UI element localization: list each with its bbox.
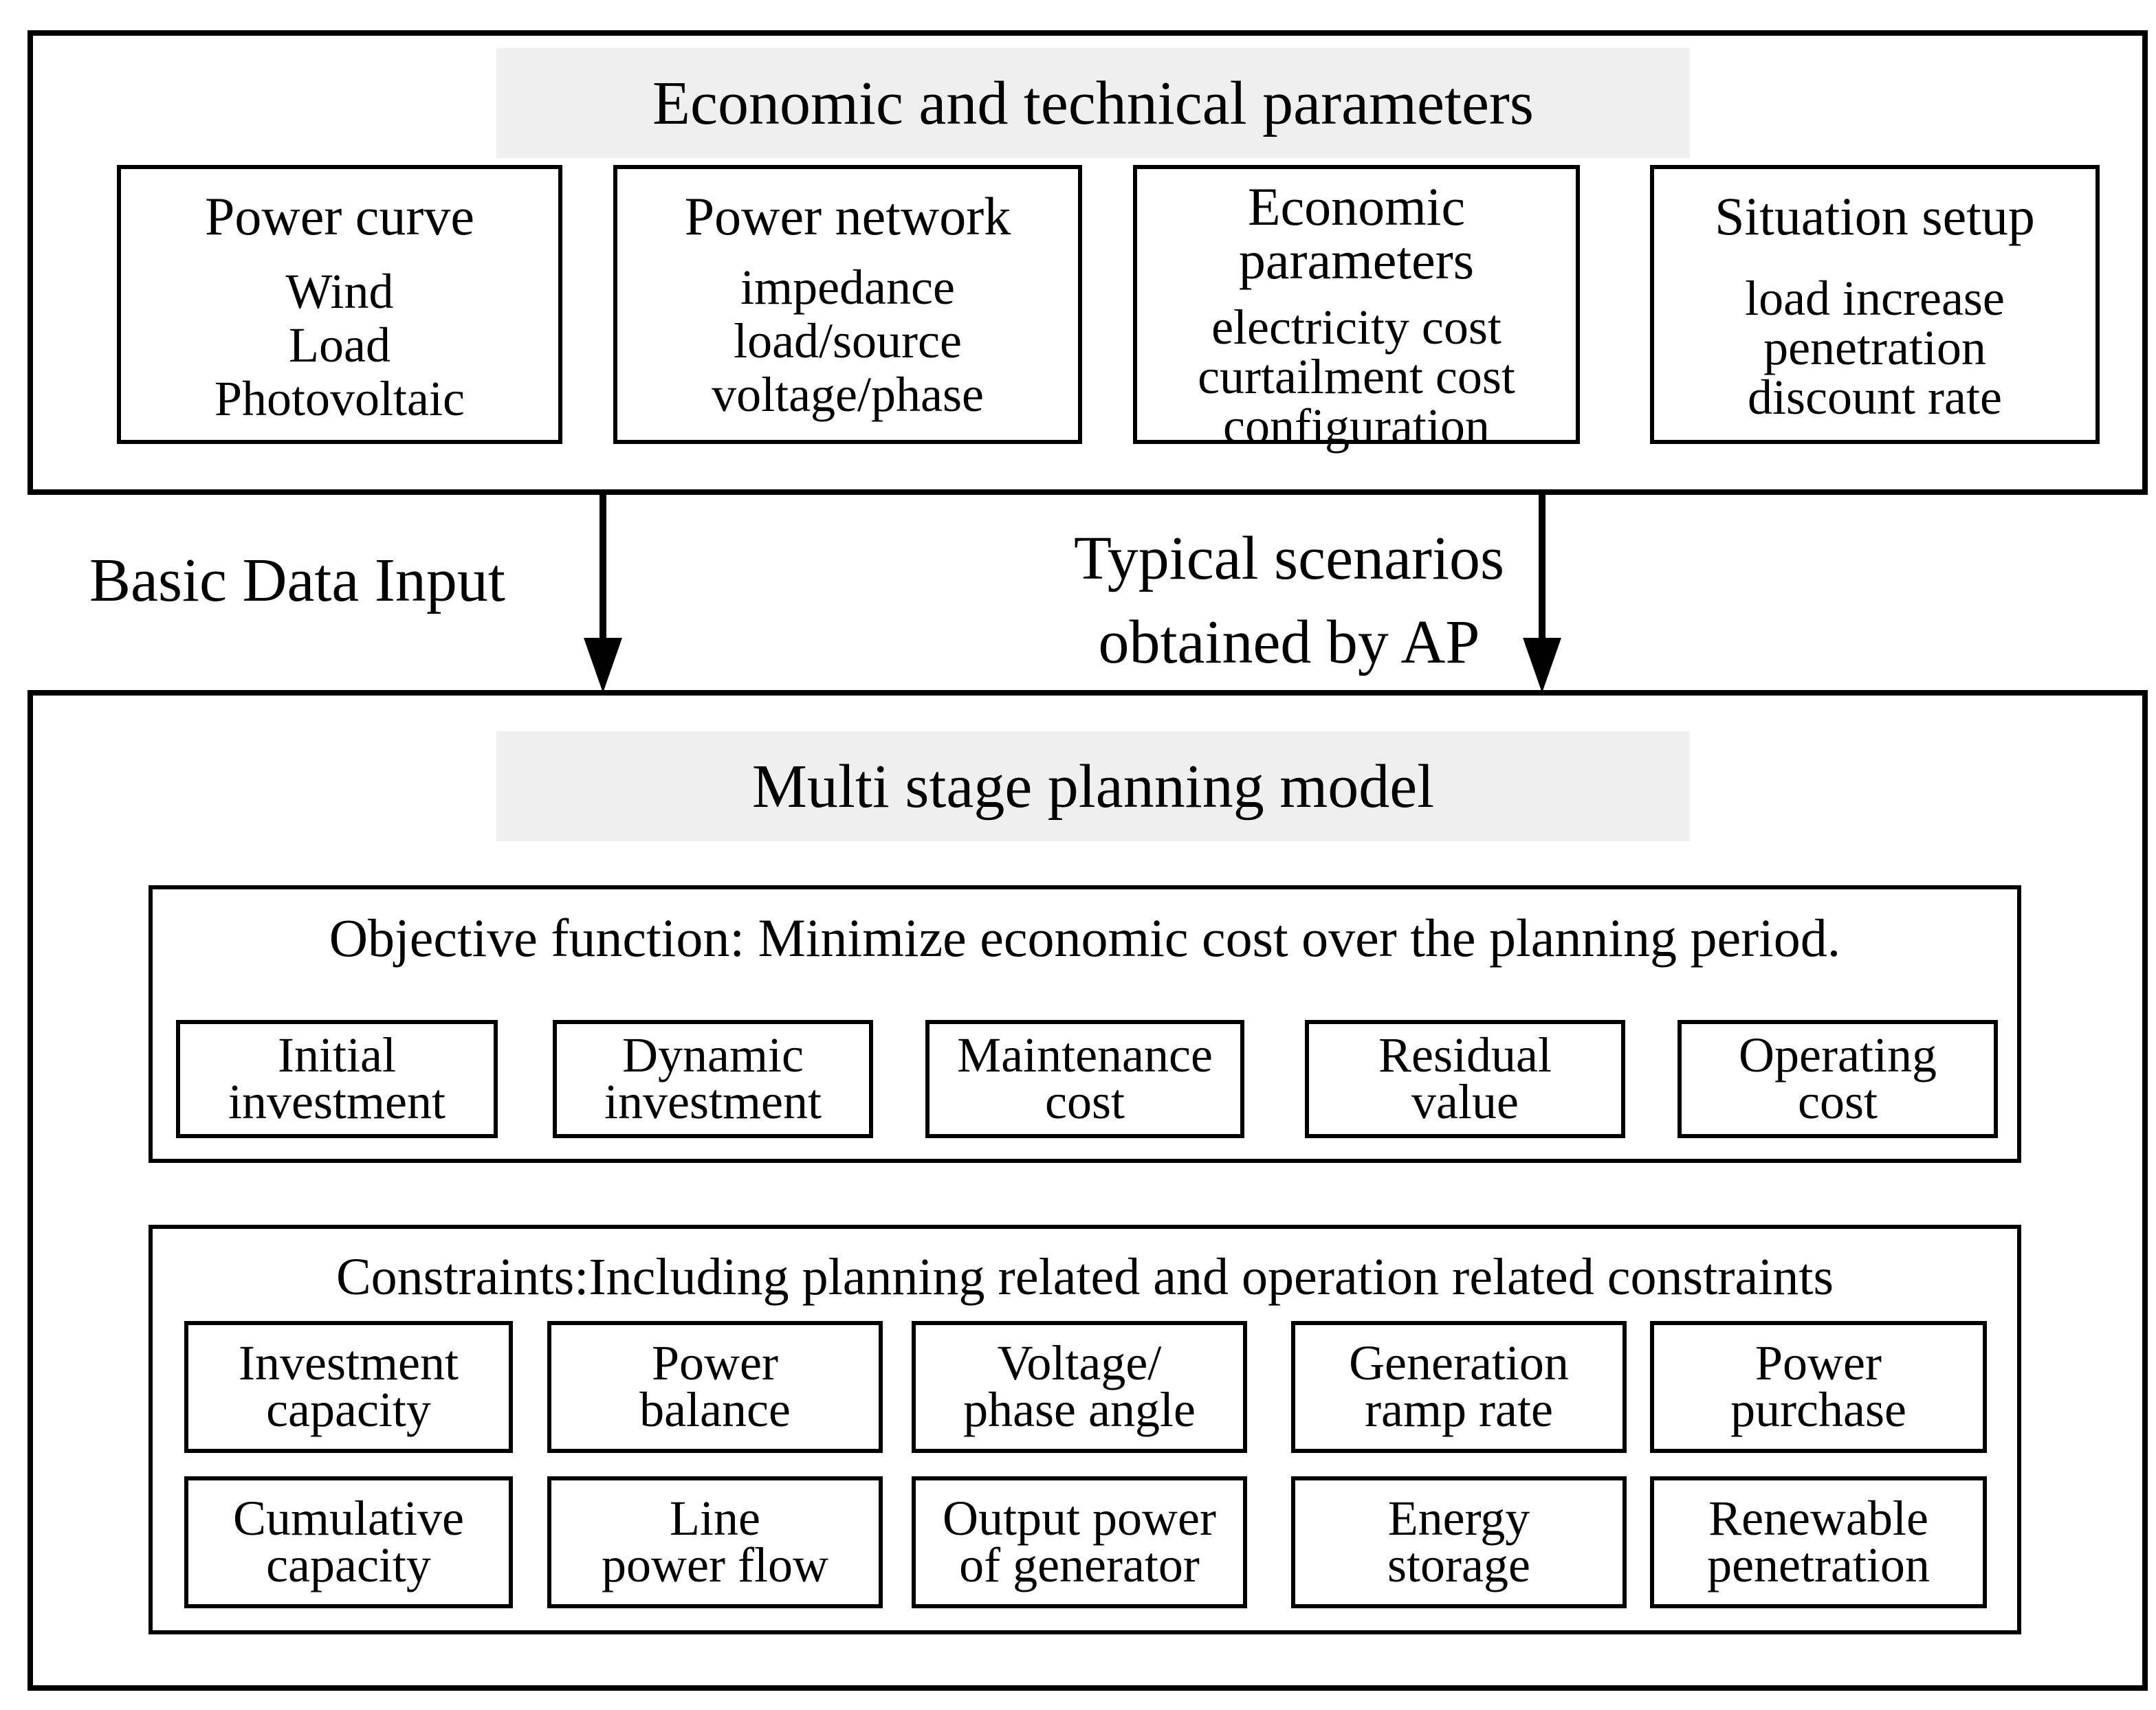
power-curve-title: Power curve	[204, 186, 475, 246]
parameters-title: Economic and technical parameters	[652, 69, 1534, 137]
item-line: investment	[604, 1074, 822, 1129]
left-arrow-head	[584, 638, 622, 693]
energy-storage-constraint: Energy storage	[1291, 1476, 1627, 1608]
item-line: Power	[1755, 1335, 1882, 1391]
power-purchase-constraint: Power purchase	[1650, 1321, 1987, 1453]
item-line: capacity	[266, 1537, 431, 1592]
situation-setup-item: discount rate	[1748, 370, 2002, 425]
item-line: phase angle	[963, 1382, 1196, 1437]
item-line: Operating	[1739, 1028, 1937, 1083]
item-line: cost	[1045, 1074, 1125, 1129]
item-line: value	[1411, 1074, 1519, 1129]
power-network-item: voltage/phase	[712, 367, 984, 422]
power-network-box: Power network impedance load/source volt…	[613, 165, 1082, 444]
item-line: Renewable	[1708, 1491, 1928, 1546]
item-line: balance	[639, 1382, 791, 1437]
item-line: power flow	[602, 1537, 828, 1592]
cumulative-capacity-constraint: Cumulative capacity	[184, 1476, 513, 1608]
item-line: Initial	[278, 1028, 396, 1083]
generation-ramp-rate-constraint: Generation ramp rate	[1291, 1321, 1627, 1453]
right-arrow-head	[1523, 638, 1561, 693]
power-network-item: load/source	[734, 313, 962, 368]
power-balance-constraint: Power balance	[547, 1321, 883, 1453]
situation-setup-box: Situation setup load increase penetratio…	[1650, 165, 2100, 444]
economic-parameters-item: electricity cost	[1211, 300, 1502, 355]
planning-model-frame	[28, 690, 2148, 1691]
constraints-group	[148, 1225, 2021, 1634]
item-line: storage	[1387, 1537, 1530, 1592]
item-line: Dynamic	[622, 1028, 804, 1083]
item-line: purchase	[1730, 1382, 1906, 1437]
item-line: capacity	[266, 1382, 431, 1437]
item-line: cost	[1798, 1074, 1878, 1129]
item-line: Cumulative	[233, 1491, 464, 1546]
economic-parameters-item: configuration	[1223, 399, 1490, 454]
item-line: Residual	[1378, 1028, 1552, 1083]
maintenance-cost-item: Maintenance cost	[925, 1020, 1244, 1138]
typical-scenarios-line: Typical scenarios	[1074, 524, 1504, 592]
power-curve-item: Load	[289, 318, 390, 373]
constraints-heading: Constraints:Including planning related a…	[336, 1248, 1834, 1306]
basic-data-input-label: Basic Data Input	[89, 546, 505, 614]
planning-model-title: Multi stage planning model	[751, 752, 1435, 821]
line-power-flow-constraint: Line power flow	[547, 1476, 883, 1608]
item-line: of generator	[959, 1537, 1200, 1592]
power-curve-item: Wind	[285, 264, 394, 319]
typical-scenarios-line: obtained by AP	[1098, 608, 1480, 676]
item-line: Energy	[1387, 1491, 1530, 1546]
item-line: ramp rate	[1365, 1382, 1553, 1437]
right-arrow-shaft	[1539, 495, 1546, 646]
investment-capacity-constraint: Investment capacity	[184, 1321, 513, 1453]
item-line: Output power	[943, 1491, 1216, 1546]
situation-setup-item: load increase	[1745, 271, 2005, 326]
item-line: Power	[652, 1335, 778, 1391]
renewable-penetration-constraint: Renewable penetration	[1650, 1476, 1987, 1608]
dynamic-investment-item: Dynamic investment	[553, 1020, 873, 1138]
typical-scenarios-label: Typical scenarios obtained by AP	[997, 517, 1581, 684]
parameters-title-banner: Economic and technical parameters	[496, 48, 1690, 158]
initial-investment-item: Initial investment	[176, 1020, 498, 1138]
economic-parameters-box: Economic parameters electricity cost cur…	[1133, 165, 1580, 451]
situation-setup-title: Situation setup	[1715, 186, 2035, 246]
left-arrow-shaft	[600, 495, 606, 646]
power-curve-item: Photovoltaic	[214, 371, 465, 426]
item-line: investment	[228, 1074, 446, 1129]
planning-model-title-banner: Multi stage planning model	[496, 731, 1690, 841]
operating-cost-item: Operating cost	[1678, 1020, 1998, 1138]
voltage-phase-angle-constraint: Voltage/ phase angle	[912, 1321, 1247, 1453]
parameters-frame	[28, 30, 2148, 495]
power-network-item: impedance	[740, 260, 955, 315]
item-line: Investment	[239, 1335, 459, 1391]
situation-setup-item: penetration	[1763, 320, 1986, 375]
economic-parameters-title: Economic	[1247, 177, 1466, 236]
economic-parameters-title: parameters	[1238, 230, 1475, 290]
item-line: Line	[670, 1491, 760, 1546]
objective-function-heading: Objective function: Minimize economic co…	[329, 908, 1841, 968]
power-curve-box: Power curve Wind Load Photovoltaic	[117, 165, 562, 444]
residual-value-item: Residual value	[1305, 1020, 1625, 1138]
output-power-of-generator-constraint: Output power of generator	[912, 1476, 1247, 1608]
item-line: penetration	[1707, 1537, 1930, 1592]
power-network-title: Power network	[684, 186, 1011, 246]
economic-parameters-item: curtailment cost	[1198, 349, 1515, 404]
item-line: Maintenance	[957, 1028, 1213, 1083]
item-line: Voltage/	[997, 1335, 1162, 1391]
objective-function-group	[148, 885, 2021, 1163]
item-line: Generation	[1349, 1335, 1569, 1391]
